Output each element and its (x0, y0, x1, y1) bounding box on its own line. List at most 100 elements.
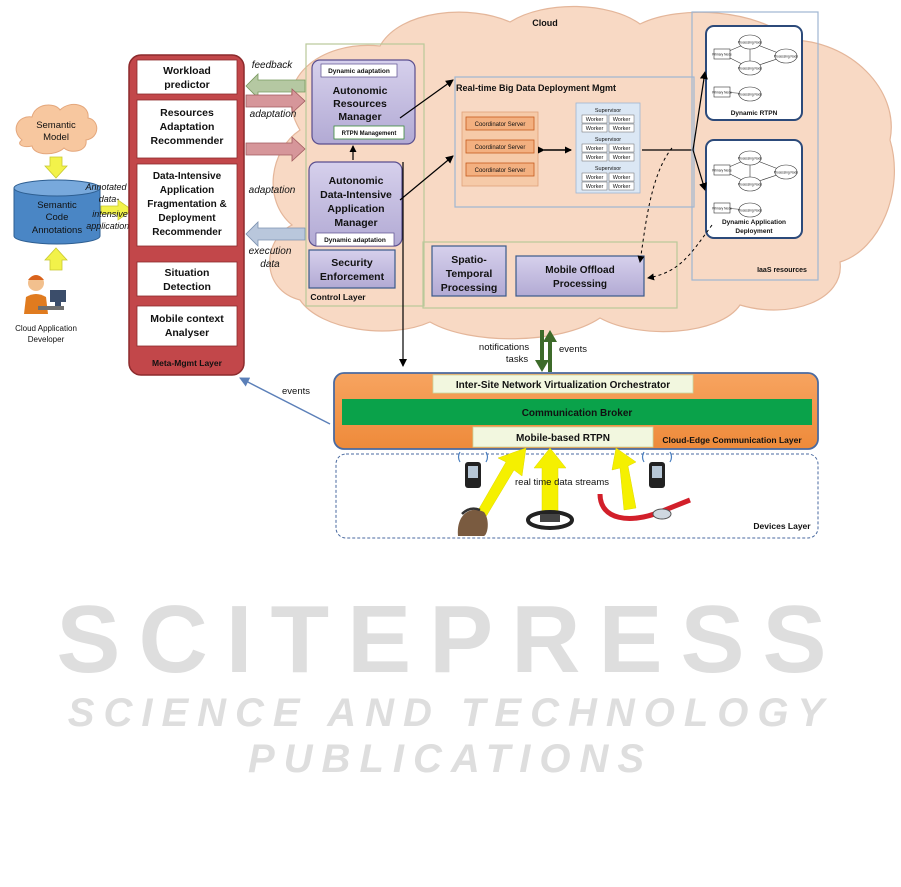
worker-cell (608, 114, 635, 124)
meta-item-3-line4: Deployment (158, 213, 216, 224)
dm-line4: Manager (334, 217, 377, 229)
worker-label: Worker (586, 117, 604, 123)
developer-line2: Developer (28, 335, 65, 344)
supervisor-label: Supervisor (595, 166, 621, 172)
arrow-developer-up (44, 247, 68, 271)
worker-label: Worker (613, 155, 631, 161)
execution-line1: execution (249, 246, 292, 257)
worker-label: Worker (586, 126, 604, 132)
graph-node (738, 86, 762, 102)
annotated-line1: Annotated (84, 182, 127, 192)
arrow-feedback (245, 73, 306, 99)
adaptation-label-2: adaptation (249, 185, 296, 196)
coordinator-1: Coordinator Server (475, 122, 526, 128)
meta-item-5-line1: Mobile context (150, 313, 224, 325)
coordinator-2: Coordinator Server (475, 145, 526, 151)
supervisor-label: Supervisor (595, 108, 621, 114)
worker-cell (608, 181, 635, 191)
arrow-annotations-right (100, 199, 133, 221)
arrow-to-rtpn (692, 71, 708, 151)
graph-node-label: Primary Node (712, 53, 732, 57)
worker-label: Worker (613, 117, 631, 123)
security-line1: Security (331, 257, 373, 269)
stream-arrow-2 (533, 447, 567, 513)
graph-node (774, 48, 798, 64)
graph-node-label: Processing Node (738, 183, 763, 187)
semantic-model-line2: Model (43, 132, 69, 143)
graph-node (738, 202, 762, 218)
fitness-band-icon (526, 510, 574, 530)
spatio-line1: Spatio- (451, 254, 487, 266)
dm-line1: Autonomic (329, 175, 384, 187)
developer-line1: Cloud Application (15, 324, 77, 333)
arrow-events-to-meta (239, 377, 331, 425)
graph-node (738, 176, 762, 192)
cloud-edge-layer: Inter-Site Network Virtualization Orches… (333, 372, 819, 450)
meta-item-3-line3: Fragmentation & (147, 199, 226, 210)
worker-cell (581, 114, 608, 124)
arrow-tasks-down (535, 330, 549, 372)
graph-node (738, 60, 762, 76)
meta-item-5-line2: Analyser (165, 327, 209, 339)
arrow-adaptation-2 (245, 136, 306, 162)
semantic-db-icon: Semantic Code Annotations (13, 179, 101, 245)
worker-label: Worker (613, 175, 631, 181)
graph-node (713, 202, 731, 214)
meta-item-2-line1: Resources (160, 107, 214, 119)
graph-node (774, 164, 798, 180)
graph-node (738, 150, 762, 166)
coordinator-3: Coordinator Server (475, 168, 526, 174)
iaas-rtpn-label: Dynamic RTPN (731, 110, 778, 117)
cloud-label: Cloud (532, 18, 558, 28)
iaas-label: IaaS resources (757, 267, 807, 274)
rm-top-tag: Dynamic adaptation (328, 68, 390, 75)
worker-cell (608, 172, 635, 182)
spatio-line3: Processing (441, 282, 498, 294)
worker-label: Worker (613, 184, 631, 190)
devices-layer: Devices Layer real time data streams (335, 447, 819, 539)
worker-label: Worker (586, 146, 604, 152)
phone-left-icon (457, 451, 489, 488)
execution-line2: data (260, 259, 280, 270)
graph-node (738, 34, 762, 50)
stream-arrow-3 (611, 447, 637, 511)
streams-label: real time data streams (515, 477, 609, 488)
meta-item-1-line2: predictor (164, 79, 210, 91)
supervisor-label: Supervisor (595, 137, 621, 143)
mobile-offload-box (515, 255, 645, 297)
meta-layer-title: Meta-Mgmt Layer (152, 358, 223, 368)
arrow-adaptation (245, 88, 306, 114)
graph-node-label: Processing Node (738, 157, 763, 161)
processing-container (422, 241, 678, 309)
rm-line2: Resources (333, 98, 387, 110)
arrow-execution-data (245, 221, 306, 247)
meta-item-2-line2: Adaptation (160, 121, 215, 133)
offload-line2: Processing (553, 279, 607, 290)
iaas-deploy-line1: Dynamic Application (722, 219, 786, 226)
broker-label: Communication Broker (522, 408, 633, 419)
graph-node (713, 86, 731, 98)
worker-cell (581, 123, 608, 133)
graph-node (713, 164, 731, 176)
smart-glasses-icon (597, 493, 691, 521)
db-line2: Code (46, 212, 69, 223)
graph-node-label: Processing Node (774, 55, 799, 59)
events-left-label: events (282, 386, 310, 397)
dm-line2: Data-Intensive (320, 189, 392, 201)
security-line2: Enforcement (320, 271, 385, 283)
feedback-label: feedback (252, 60, 294, 71)
rm-bottom-tag: RTPN Management (342, 131, 397, 137)
rm-line3: Manager (338, 111, 381, 123)
adaptation-label: adaptation (250, 109, 297, 120)
bigdata-title: Real-time Big Data Deployment Mgmt (456, 83, 616, 93)
annotated-line3: intensive (92, 209, 128, 219)
dm-line3: Application (327, 203, 384, 215)
graph-node-label: Primary Node (712, 207, 732, 211)
spatio-temporal-box (431, 245, 507, 297)
graph-node-label: Primary Node (712, 91, 732, 95)
worker-label: Worker (613, 146, 631, 152)
worker-cell (581, 143, 608, 153)
